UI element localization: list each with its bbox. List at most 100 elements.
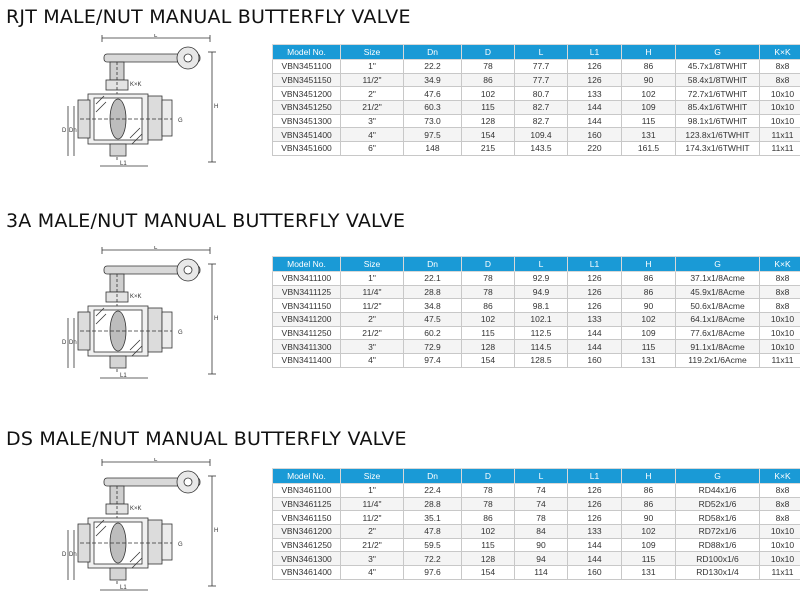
table-cell: 109 bbox=[621, 325, 676, 341]
table-cell: 126 bbox=[567, 510, 622, 526]
table-cell: 60.2 bbox=[403, 325, 462, 341]
table-cell: 10x10 bbox=[759, 100, 800, 115]
table-cell: 47.5 bbox=[403, 312, 462, 327]
table-cell: 115 bbox=[461, 325, 515, 341]
table-cell: VBN3411250 bbox=[272, 325, 341, 341]
dim-label: D bbox=[62, 128, 67, 134]
column-header: L bbox=[514, 468, 568, 484]
table-cell: 82.7 bbox=[514, 113, 568, 129]
table-cell: 4" bbox=[340, 127, 404, 143]
table-cell: 10x10 bbox=[759, 551, 800, 567]
table-cell: 91.1x1/8Acme bbox=[675, 339, 760, 355]
table-cell: 102 bbox=[621, 312, 676, 327]
table-cell: VBN3451150 bbox=[272, 72, 341, 88]
column-header: Size bbox=[340, 468, 404, 484]
table-cell: VBN3461250 bbox=[272, 537, 341, 553]
table-cell: 47.6 bbox=[403, 86, 462, 102]
column-header: D bbox=[461, 256, 515, 272]
table-cell: 72.9 bbox=[403, 339, 462, 355]
column-header: G bbox=[675, 44, 760, 60]
section-title: 3A MALE/NUT MANUAL BUTTERFLY VALVE bbox=[6, 210, 406, 232]
dim-label: L bbox=[154, 458, 158, 463]
dim-label: G bbox=[178, 542, 183, 548]
section-title: DS MALE/NUT MANUAL BUTTERFLY VALVE bbox=[6, 428, 407, 450]
table-cell: VBN3461400 bbox=[272, 565, 341, 580]
column-header: Size bbox=[340, 44, 404, 60]
table-cell: 11x11 bbox=[759, 565, 800, 580]
column-header: H bbox=[621, 44, 676, 60]
table-cell: 128.5 bbox=[514, 353, 568, 368]
table-cell: 21/2" bbox=[340, 325, 404, 341]
table-cell: 98.1 bbox=[514, 298, 568, 314]
table-cell: 45.9x1/8Acme bbox=[675, 284, 760, 300]
table-cell: 74 bbox=[514, 496, 568, 512]
table-cell: 154 bbox=[461, 353, 515, 368]
table-cell: 8x8 bbox=[759, 284, 800, 300]
table-cell: 92.9 bbox=[514, 271, 568, 286]
table-cell: 90 bbox=[514, 537, 568, 553]
table-cell: VBN3461150 bbox=[272, 510, 341, 526]
table-cell: 128 bbox=[461, 339, 515, 355]
table-cell: 82.7 bbox=[514, 100, 568, 115]
table-cell: 160 bbox=[567, 565, 622, 580]
table-cell: 11/2" bbox=[340, 510, 404, 526]
table-cell: 8x8 bbox=[759, 483, 800, 498]
table-cell: 2" bbox=[340, 312, 404, 327]
table-cell: 102 bbox=[461, 86, 515, 102]
table-cell: 10x10 bbox=[759, 325, 800, 341]
table-cell: 78 bbox=[461, 496, 515, 512]
table-cell: 86 bbox=[621, 496, 676, 512]
table-cell: 22.1 bbox=[403, 271, 462, 286]
table-cell: RD88x1/6 bbox=[675, 537, 760, 553]
table-cell: 11/2" bbox=[340, 72, 404, 88]
table-cell: 131 bbox=[621, 565, 676, 580]
table-cell: 50.6x1/8Acme bbox=[675, 298, 760, 314]
table-cell: 131 bbox=[621, 353, 676, 368]
table-cell: 144 bbox=[567, 325, 622, 341]
table-cell: 109.4 bbox=[514, 127, 568, 143]
column-header: Dn bbox=[403, 256, 462, 272]
table-cell: 11/2" bbox=[340, 298, 404, 314]
column-header: Model No. bbox=[272, 256, 341, 272]
table-cell: 2" bbox=[340, 524, 404, 539]
valve-drawing: L H G D Dn K×K L1 bbox=[60, 457, 220, 593]
table-cell: 28.8 bbox=[403, 496, 462, 512]
table-cell: 86 bbox=[461, 298, 515, 314]
table-cell: 220 bbox=[567, 141, 622, 156]
table-cell: 160 bbox=[567, 353, 622, 368]
table-cell: 154 bbox=[461, 127, 515, 143]
table-cell: 64.1x1/8Acme bbox=[675, 312, 760, 327]
table-cell: 126 bbox=[567, 483, 622, 498]
table-cell: 102 bbox=[461, 312, 515, 327]
column-header: K×K bbox=[759, 256, 800, 272]
table-cell: 3" bbox=[340, 113, 404, 129]
table-cell: 114.5 bbox=[514, 339, 568, 355]
table-cell: RD44x1/6 bbox=[675, 483, 760, 498]
table-cell: 11x11 bbox=[759, 141, 800, 156]
table-cell: 94.9 bbox=[514, 284, 568, 300]
table-cell: 102.1 bbox=[514, 312, 568, 327]
column-header: D bbox=[461, 44, 515, 60]
table-cell: VBN3451400 bbox=[272, 127, 341, 143]
dim-label: G bbox=[178, 118, 183, 124]
table-cell: VBN3411200 bbox=[272, 312, 341, 327]
table-cell: 86 bbox=[621, 59, 676, 74]
table-cell: 10x10 bbox=[759, 312, 800, 327]
table-cell: 90 bbox=[621, 510, 676, 526]
table-cell: 126 bbox=[567, 284, 622, 300]
table-cell: 86 bbox=[461, 510, 515, 526]
table-cell: 35.1 bbox=[403, 510, 462, 526]
table-cell: 6" bbox=[340, 141, 404, 156]
table-cell: 4" bbox=[340, 565, 404, 580]
table-cell: 8x8 bbox=[759, 59, 800, 74]
